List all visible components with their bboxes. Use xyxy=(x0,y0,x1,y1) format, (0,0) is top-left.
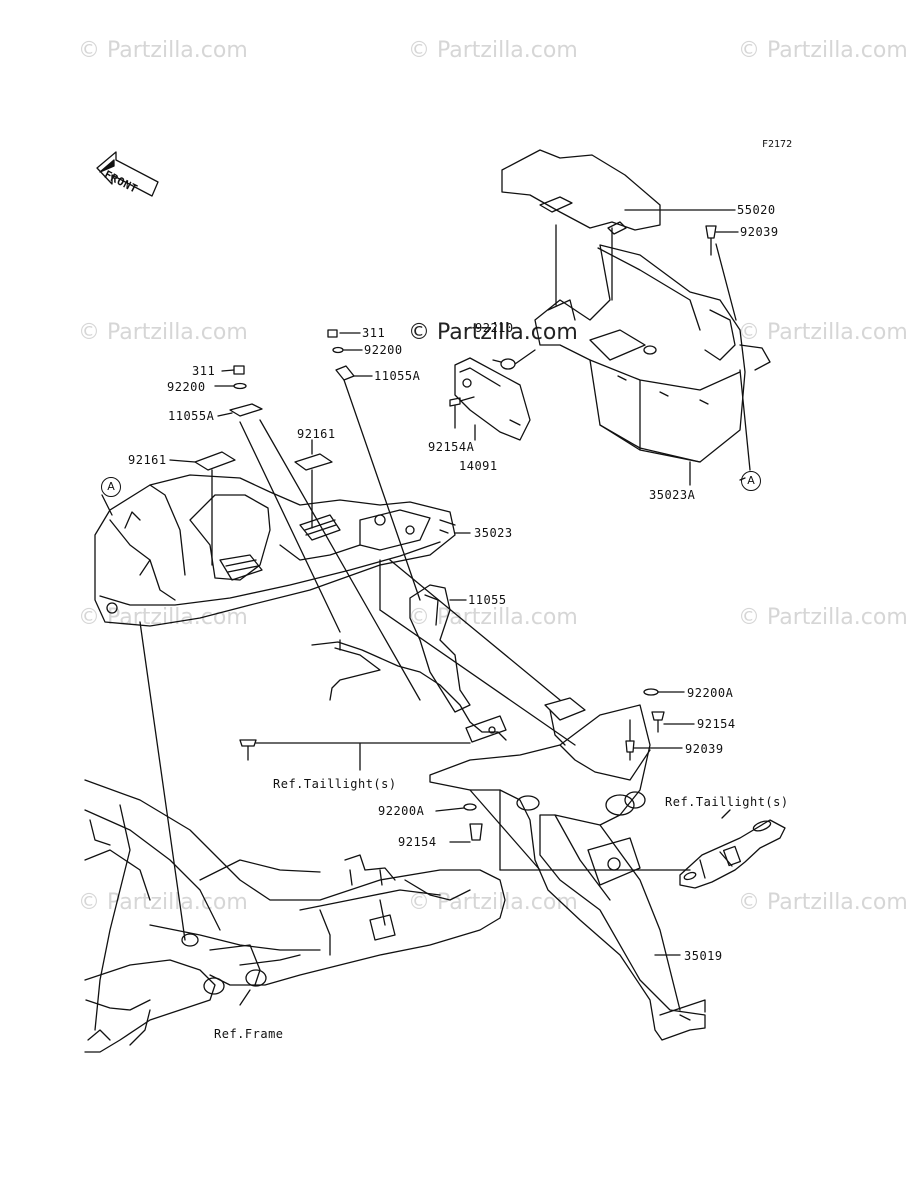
washer-92200A xyxy=(644,689,658,695)
ref-taillight-label[interactable]: Ref.Taillight(s) xyxy=(273,777,397,791)
wire-harness xyxy=(312,642,506,742)
part-label-35023[interactable]: 35023 xyxy=(474,526,513,540)
front-arrow-icon xyxy=(97,152,158,196)
part-label-92161[interactable]: 92161 xyxy=(128,453,167,467)
tray-35023A xyxy=(535,245,770,462)
watermark: © Partzilla.com xyxy=(738,320,908,345)
watermark: © Partzilla.com xyxy=(78,605,248,630)
part-label-35019[interactable]: 35019 xyxy=(684,949,723,963)
part-label-92200[interactable]: 92200 xyxy=(364,343,403,357)
part-label-92039[interactable]: 92039 xyxy=(740,225,779,239)
seat-mat-55020 xyxy=(502,150,660,234)
clip-11055A xyxy=(230,404,262,416)
nut-311 xyxy=(328,330,337,337)
part-label-92200A[interactable]: 92200A xyxy=(687,686,734,700)
watermark: © Partzilla.com xyxy=(408,320,578,345)
bolt-92154A xyxy=(450,397,474,428)
pad-92161 xyxy=(195,452,235,470)
part-label-14091[interactable]: 14091 xyxy=(459,459,498,473)
taillight-bracket xyxy=(680,819,785,888)
part-label-92154[interactable]: 92154 xyxy=(398,835,437,849)
washer-92200 xyxy=(234,384,246,389)
bracket-35019 xyxy=(430,698,705,1040)
part-label-311[interactable]: 311 xyxy=(362,326,386,340)
washer-92200A xyxy=(464,804,476,810)
part-label-55020[interactable]: 55020 xyxy=(737,203,776,217)
clip-11055 xyxy=(410,585,470,712)
fender-35023 xyxy=(95,475,455,626)
bolt-92154 xyxy=(652,712,664,720)
reference-marker-a: A xyxy=(741,471,761,491)
part-label-92154[interactable]: 92154 xyxy=(697,717,736,731)
bolt-92154 xyxy=(470,824,482,840)
nut-311 xyxy=(234,366,244,374)
part-label-35023A[interactable]: 35023A xyxy=(649,488,696,502)
part-label-11055[interactable]: 11055 xyxy=(468,593,507,607)
part-label-11055A[interactable]: 11055A xyxy=(374,369,421,383)
part-label-92210[interactable]: 92210 xyxy=(475,321,514,335)
watermark: © Partzilla.com xyxy=(78,38,248,63)
part-label-11055A[interactable]: 11055A xyxy=(168,409,215,423)
part-label-311[interactable]: 311 xyxy=(192,364,216,378)
part-label-92161[interactable]: 92161 xyxy=(297,427,336,441)
bolt-92039-top xyxy=(706,226,738,320)
watermark: © Partzilla.com xyxy=(738,890,908,915)
watermark: © Partzilla.com xyxy=(408,38,578,63)
clip-11055A xyxy=(336,366,354,380)
pad-92161 xyxy=(295,454,332,470)
figure-code: F2172 xyxy=(762,139,793,150)
part-label-92039[interactable]: 92039 xyxy=(685,742,724,756)
watermark: © Partzilla.com xyxy=(78,890,248,915)
washer-92200 xyxy=(333,348,343,353)
ref-taillight-label[interactable]: Ref.Taillight(s) xyxy=(665,795,789,809)
part-label-92200[interactable]: 92200 xyxy=(167,380,206,394)
watermark: © Partzilla.com xyxy=(738,605,908,630)
ref-frame-label[interactable]: Ref.Frame xyxy=(214,1027,284,1041)
part-label-92154A[interactable]: 92154A xyxy=(428,440,475,454)
frame-ref xyxy=(85,780,505,1052)
bolt-92039 xyxy=(626,741,634,752)
part-label-92200A[interactable]: 92200A xyxy=(378,804,425,818)
watermark: © Partzilla.com xyxy=(738,38,908,63)
reference-marker-a: A xyxy=(101,477,121,497)
watermark: © Partzilla.com xyxy=(78,320,248,345)
